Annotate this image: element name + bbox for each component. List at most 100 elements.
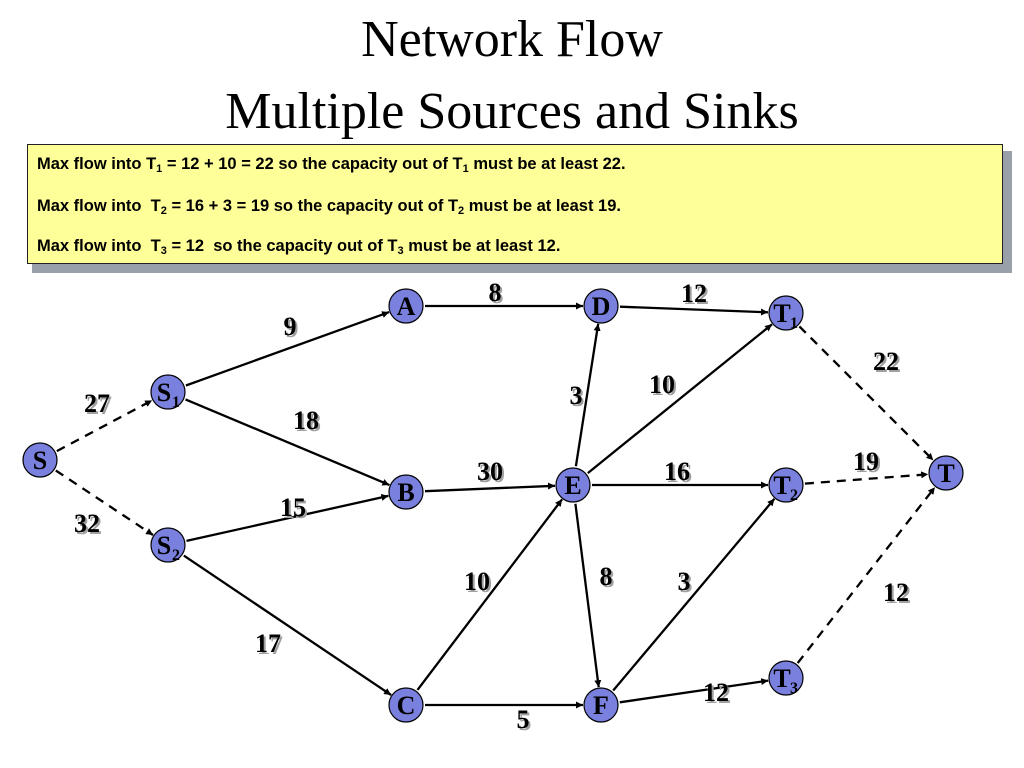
node-label: A: [397, 292, 416, 321]
edge-e-d: [574, 323, 601, 467]
node-circle: [768, 295, 804, 331]
slide-title-line-1: Network Flow: [361, 11, 663, 68]
node-circle: [388, 288, 424, 324]
capacity-label-e-d: 3: [570, 381, 583, 410]
node-label: S: [157, 378, 171, 407]
capacity-label-s-s1: 27: [84, 389, 110, 418]
edge-t3-t: [796, 486, 936, 664]
info-line-3: Max flow into T3 = 12 so the capacity ou…: [37, 238, 560, 257]
capacity-label-s2-b: 15: [280, 493, 306, 522]
capacity-label-s1-a: 9: [284, 312, 297, 341]
node-circle: [388, 474, 424, 510]
info-subscript: 1: [156, 163, 163, 175]
node-d: D: [583, 288, 619, 324]
capacity-label-shadow: 9: [286, 314, 299, 343]
node-c: C: [388, 687, 424, 723]
edges-layer: [55, 302, 936, 709]
capacity-label-s1-b: 18: [293, 406, 319, 435]
capacity-label-shadow: 8: [491, 280, 504, 309]
capacity-label-shadow: 10: [466, 569, 492, 598]
edge-c-e: [416, 498, 564, 691]
node-t: T: [928, 455, 964, 491]
info-text: must be at least 22.: [468, 155, 626, 173]
info-subscript: 2: [458, 205, 465, 217]
node-label: E: [564, 471, 581, 500]
info-line-2: Max flow into T2 = 16 + 3 = 19 so the ca…: [37, 198, 621, 217]
node-subscript: 2: [172, 547, 180, 564]
capacity-label-shadow: 3: [572, 383, 585, 412]
capacity-label-t3-t: 12: [883, 578, 909, 607]
edge-s-s2: [55, 469, 154, 536]
capacity-label-shadow: 3: [680, 569, 693, 598]
info-subscript: 3: [160, 245, 167, 257]
node-circle: [583, 288, 619, 324]
capacity-label-shadow: 22: [875, 349, 901, 378]
node-label: S: [33, 446, 47, 475]
node-circle: [928, 455, 964, 491]
node-s: S: [22, 442, 58, 478]
capacity-label-shadow: 30: [479, 459, 505, 488]
capacity-label-a-d: 8: [489, 278, 502, 307]
capacity-label-c-f: 5: [517, 705, 530, 734]
capacity-label-shadow: 17: [257, 631, 283, 660]
info-subscript: 3: [397, 245, 404, 257]
capacity-label-d-t1: 12: [681, 279, 707, 308]
capacity-label-shadow: 16: [666, 459, 692, 488]
edge-f-t3: [619, 678, 769, 704]
node-subscript: 1: [790, 315, 798, 332]
edge-s1-b: [185, 398, 390, 487]
node-circle: [150, 527, 186, 563]
capacity-label-b-e: 30: [477, 457, 503, 486]
capacity-label-e-t1: 10: [649, 370, 675, 399]
edge-f-t2: [612, 498, 776, 692]
capacity-label-shadow: 18: [295, 408, 321, 437]
node-label: F: [593, 691, 609, 720]
capacity-label-shadow: 12: [885, 580, 911, 609]
node-circle: [22, 442, 58, 478]
node-label: S: [157, 531, 171, 560]
info-text: = 12 + 10 = 22 so the capacity out of T: [162, 155, 463, 173]
info-subscript: 2: [160, 205, 167, 217]
node-label: T: [773, 299, 790, 328]
capacity-label-f-t3: 12: [703, 678, 729, 707]
edge-s1-a: [185, 311, 390, 387]
capacity-label-s2-c: 17: [255, 629, 281, 658]
node-subscript: 2: [790, 487, 798, 504]
info-text: must be at least 19.: [464, 197, 621, 215]
node-f: F: [583, 687, 619, 723]
slide-title-line-2: Multiple Sources and Sinks: [225, 83, 799, 140]
edge-t2-t: [804, 471, 929, 485]
edge-e-t1: [587, 323, 773, 474]
node-label: D: [592, 292, 611, 321]
capacity-label-f-t2: 3: [678, 567, 691, 596]
edge-t1-t: [798, 325, 935, 462]
capacity-label-shadow: 32: [76, 511, 102, 540]
node-subscript: 3: [790, 680, 798, 697]
capacity-label-shadow: 10: [651, 372, 677, 401]
capacity-label-t1-t: 22: [873, 347, 899, 376]
node-label: T: [773, 471, 790, 500]
capacity-label-t2-t: 19: [853, 447, 879, 476]
info-text: Max flow into T: [37, 197, 161, 215]
info-text: Max flow into T: [37, 237, 161, 255]
edge-e-f: [574, 503, 602, 688]
node-circle: [388, 687, 424, 723]
node-circle: [768, 467, 804, 503]
node-circle: [555, 467, 591, 503]
capacity-label-shadow: 27: [86, 391, 112, 420]
node-label: B: [397, 478, 414, 507]
capacity-label-shadow: 12: [705, 680, 731, 709]
edge-b-e: [424, 482, 556, 493]
info-line-1: Max flow into T1 = 12 + 10 = 22 so the c…: [37, 156, 626, 175]
capacity-label-shadow: 19: [855, 449, 881, 478]
capacity-label-e-t2: 16: [664, 457, 690, 486]
capacity-label-s-s2: 32: [74, 509, 100, 538]
edge-s2-c: [183, 554, 392, 696]
node-e: E: [555, 467, 591, 503]
